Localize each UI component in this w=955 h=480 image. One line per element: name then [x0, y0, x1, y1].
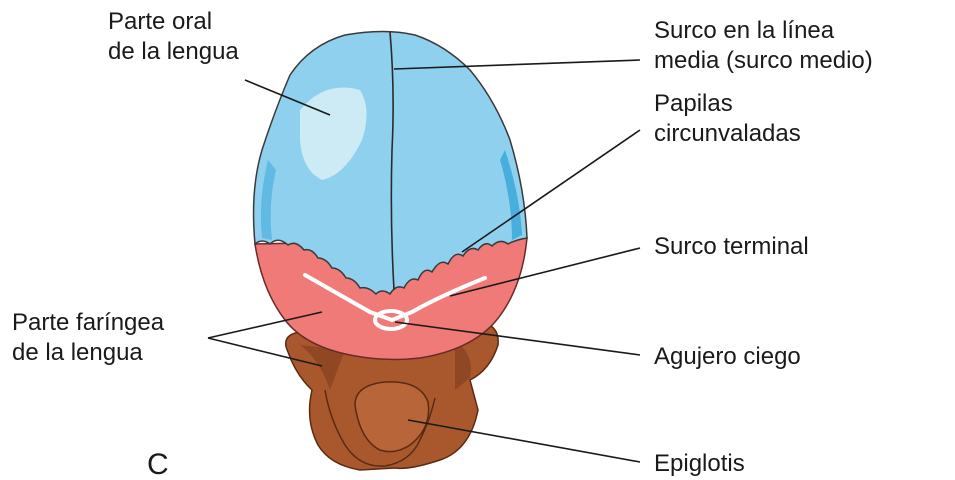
label-oral-part: Parte oral de la lengua: [108, 8, 239, 65]
label-pharyngeal-part-line2: de la lengua: [12, 339, 143, 366]
panel-letter: C: [147, 448, 169, 480]
label-pharyngeal-part-line1: Parte faríngea: [12, 309, 165, 336]
label-pharyngeal-part: Parte faríngea de la lengua: [12, 309, 171, 366]
label-terminal-sulcus: Surco terminal: [654, 233, 809, 260]
label-foramen-cecum-line1: Agujero ciego: [654, 343, 801, 370]
label-epiglottis-line1: Epiglotis: [654, 450, 745, 477]
label-oral-part-line2: de la lengua: [108, 38, 239, 65]
label-median-sulcus-line1: Surco en la línea: [654, 17, 835, 44]
label-vallate-papillae: Papilas circunvaladas: [654, 90, 801, 147]
label-median-sulcus: Surco en la línea media (surco medio): [654, 17, 873, 74]
label-median-sulcus-line2: media (surco medio): [654, 47, 873, 74]
label-epiglottis: Epiglotis: [654, 450, 745, 477]
label-vallate-papillae-line2: circunvaladas: [654, 120, 801, 147]
label-oral-part-line1: Parte oral: [108, 8, 212, 35]
label-terminal-sulcus-line1: Surco terminal: [654, 233, 809, 260]
label-foramen-cecum: Agujero ciego: [654, 343, 801, 370]
label-vallate-papillae-line1: Papilas: [654, 90, 733, 117]
